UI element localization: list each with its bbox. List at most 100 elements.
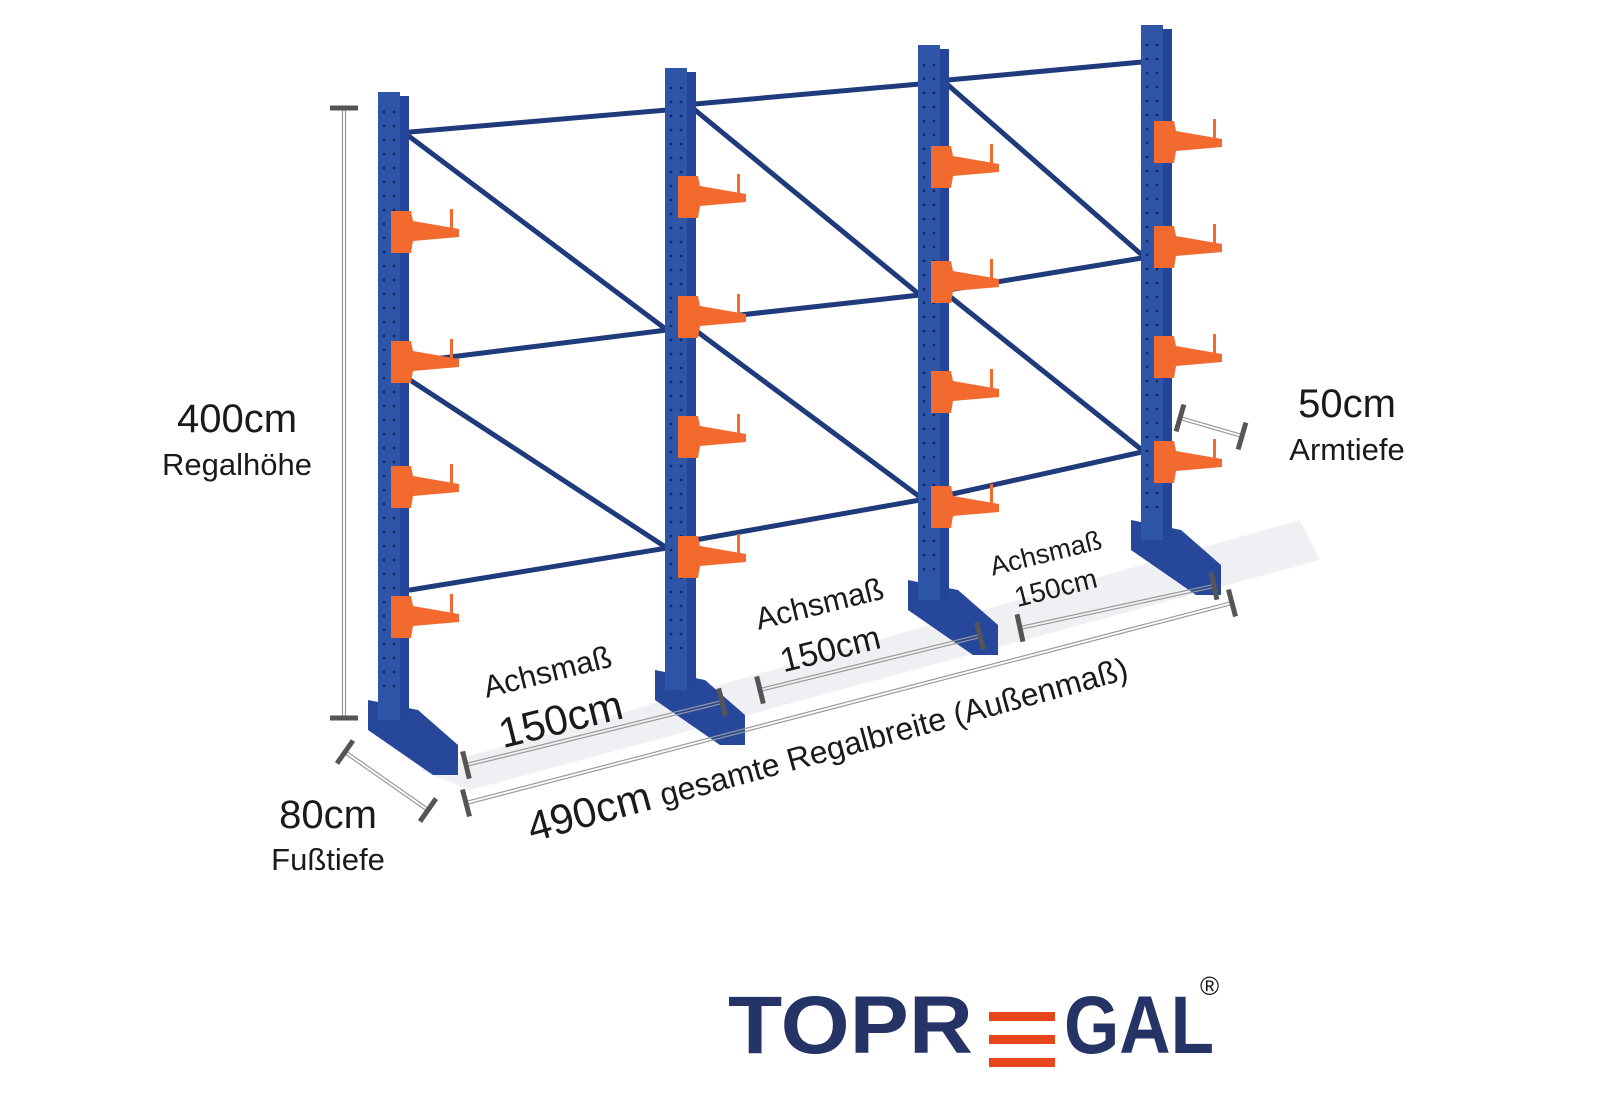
cantilever-arm — [678, 176, 746, 218]
column-hole — [922, 329, 926, 333]
column-hole — [1155, 183, 1159, 187]
column-hole — [922, 553, 926, 557]
bay-2-dimension — [759, 633, 980, 690]
logo-e-bar — [989, 1035, 1055, 1044]
bay-1-dimension — [465, 699, 722, 765]
column-hole — [679, 338, 683, 342]
foot-depth-label: Fußtiefe — [271, 842, 385, 877]
foot-depth-dimension-cap — [417, 797, 439, 823]
arm-end-stop — [1213, 119, 1216, 139]
column-hole — [392, 110, 396, 114]
column-hole — [382, 432, 386, 436]
column-hole — [382, 180, 386, 184]
column-hole — [932, 217, 936, 221]
column-side — [1163, 29, 1172, 540]
column-hole — [1145, 337, 1149, 341]
column-hole — [932, 203, 936, 207]
bay-3-dimension-cap — [1208, 571, 1220, 601]
column-hole — [1155, 211, 1159, 215]
column-hole — [932, 441, 936, 445]
column-hole — [382, 208, 386, 212]
column-hole — [669, 240, 673, 244]
column-hole — [1155, 323, 1159, 327]
bracing — [407, 59, 1145, 593]
column-hole — [922, 315, 926, 319]
column-hole — [932, 133, 936, 137]
brace-bar — [692, 81, 923, 107]
arm-depth-dimension-cap — [1235, 421, 1249, 451]
column-hole — [392, 670, 396, 674]
column-hole — [382, 586, 386, 590]
column-hole — [932, 343, 936, 347]
column-hole — [1145, 239, 1149, 243]
column-hole — [669, 464, 673, 468]
bay-3-dimension-cap — [1014, 613, 1026, 643]
column-hole — [922, 175, 926, 179]
column-hole — [932, 231, 936, 235]
column-hole — [922, 455, 926, 459]
arm-end-stop — [737, 294, 740, 314]
cantilever-arm — [1154, 441, 1222, 483]
column-hole — [1145, 99, 1149, 103]
column-hole — [382, 320, 386, 324]
column-hole — [669, 212, 673, 216]
column-hole — [392, 586, 396, 590]
column-hole — [392, 152, 396, 156]
column-hole — [922, 301, 926, 305]
column-hole — [922, 483, 926, 487]
column-hole — [669, 324, 673, 328]
column-hole — [679, 128, 683, 132]
column-hole — [669, 338, 673, 342]
column-hole — [1155, 505, 1159, 509]
column-hole — [382, 306, 386, 310]
column-hole — [1155, 43, 1159, 47]
column-hole — [382, 656, 386, 660]
column-hole — [392, 656, 396, 660]
arm-depth-dimension — [1179, 418, 1242, 439]
cantilever-arm — [931, 486, 999, 528]
column-hole — [392, 544, 396, 548]
column-hole — [669, 506, 673, 510]
column-hole — [382, 558, 386, 562]
column-hole — [1145, 225, 1149, 229]
column-hole — [1145, 281, 1149, 285]
column-hole — [932, 329, 936, 333]
column-hole — [932, 413, 936, 417]
column-hole — [922, 77, 926, 81]
column-hole — [679, 240, 683, 244]
column-hole — [669, 310, 673, 314]
column-hole — [392, 642, 396, 646]
height-label: Regalhöhe — [162, 447, 312, 482]
column-hole — [922, 497, 926, 501]
column-hole — [922, 427, 926, 431]
column-hole — [382, 404, 386, 408]
column-hole — [679, 254, 683, 258]
bay-3-dimension — [1020, 586, 1215, 631]
column-hole — [922, 371, 926, 375]
arm-end-stop — [450, 464, 453, 484]
column-hole — [382, 236, 386, 240]
arm-end-stop — [450, 594, 453, 614]
column-hole — [679, 282, 683, 286]
column-hole — [392, 194, 396, 198]
column-hole — [1155, 71, 1159, 75]
column-hole — [932, 469, 936, 473]
column-hole — [1155, 281, 1159, 285]
column-side — [400, 96, 409, 720]
foot-depth-dimension-cap — [334, 739, 356, 765]
arm-end-stop — [737, 534, 740, 554]
column-hole — [1145, 449, 1149, 453]
column-hole — [1145, 477, 1149, 481]
column-hole — [382, 460, 386, 464]
bay-1-dimension-cap — [460, 750, 472, 780]
column-hole — [1145, 71, 1149, 75]
logo-text-left: TOPR — [728, 980, 973, 1071]
column-hole — [1145, 267, 1149, 271]
column-hole — [932, 483, 936, 487]
column-hole — [382, 446, 386, 450]
column-hole — [382, 474, 386, 478]
column-hole — [679, 506, 683, 510]
brace-bar — [692, 327, 923, 500]
column-hole — [922, 231, 926, 235]
column-hole — [669, 450, 673, 454]
